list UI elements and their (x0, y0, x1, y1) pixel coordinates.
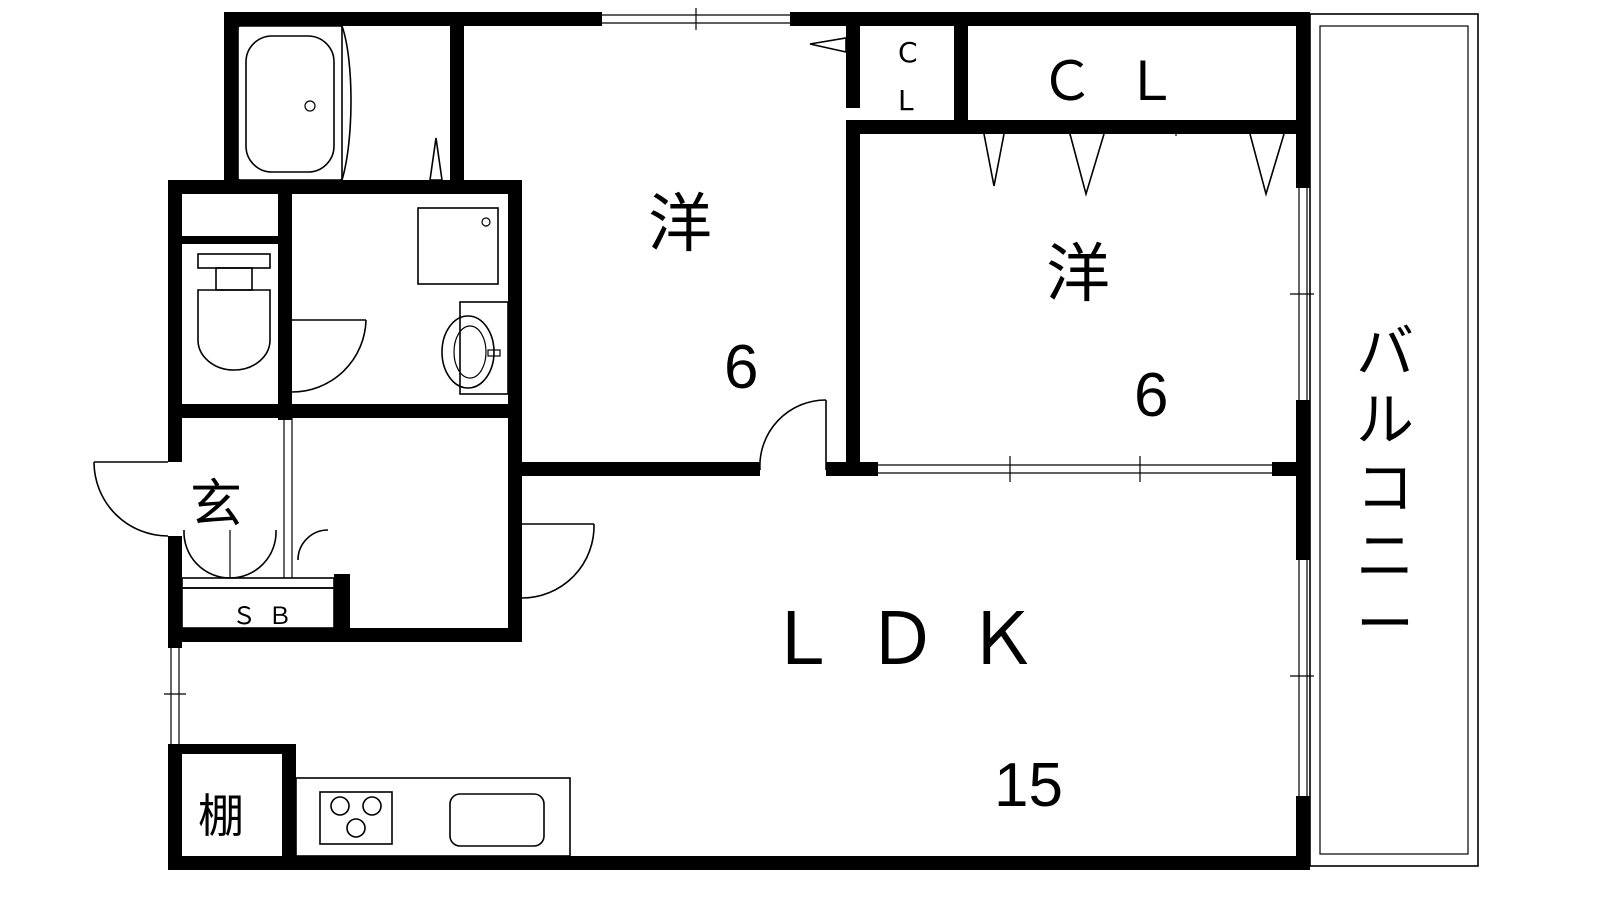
balcony-label-4: ニ (1356, 522, 1414, 590)
balcony-label-5: ー (1356, 590, 1414, 658)
windows (164, 8, 1314, 796)
western-room-2-size: 6 (1134, 361, 1168, 430)
balcony-label-3: コ (1356, 454, 1414, 522)
balcony-label-2: ル (1356, 386, 1414, 454)
closet-large-label: ＣＬ (1040, 50, 1208, 113)
ldk-label: ＬＤＫ (766, 597, 1066, 681)
shoe-box-label: ＳＢ (232, 602, 304, 630)
balcony-label-1: バ (1356, 318, 1414, 386)
western-room-1-label: 洋 (648, 188, 712, 262)
doors (93, 30, 1285, 599)
fixtures (181, 25, 571, 857)
entrance-label: 玄 (190, 475, 242, 535)
walls (168, 12, 1310, 870)
room-labels: 洋 6 洋 6 ＬＤＫ 15 ＣＬ C L 玄 ＳＢ 棚 バ ル コ ニ ー (190, 36, 1414, 843)
closet-small-label-1: C (898, 36, 918, 69)
closet-small-label-2: L (898, 84, 914, 117)
shelf-label: 棚 (198, 789, 244, 843)
western-room-2-label: 洋 (1046, 238, 1110, 312)
western-room-1-size: 6 (724, 333, 758, 402)
ldk-size: 15 (994, 751, 1063, 820)
